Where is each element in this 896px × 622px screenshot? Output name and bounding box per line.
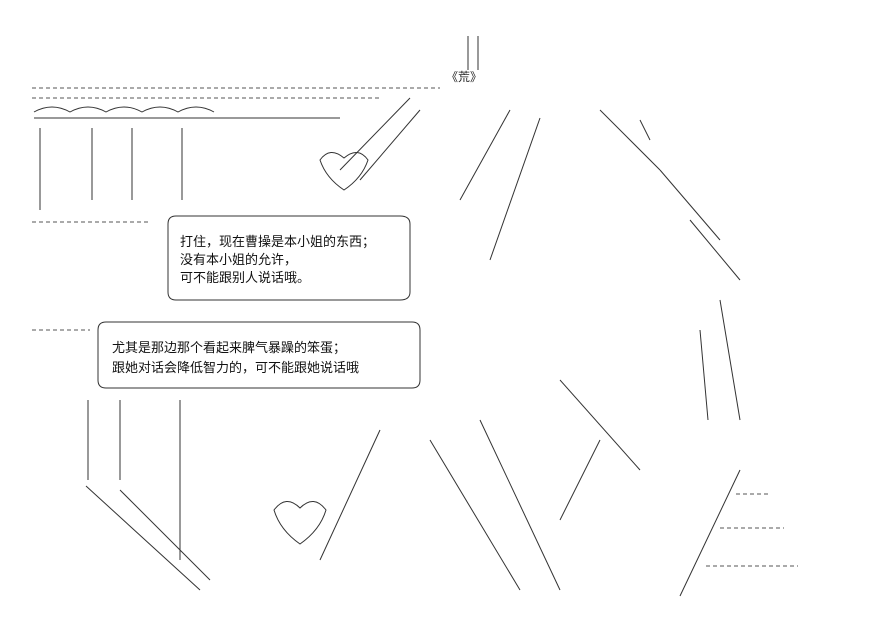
hair-strand-5 (659, 169, 721, 241)
ladder-side (679, 469, 741, 597)
arm-line (319, 429, 381, 561)
bubble1-line3: 可不能跟别人说话哦。 (180, 271, 311, 286)
hair-strand-8 (699, 329, 709, 421)
wall-diagonal (339, 97, 411, 171)
bubble1-line2: 没有本小姐的允许， (180, 253, 298, 268)
skirt-diagonal-2 (119, 489, 211, 581)
speech-bubble-2 (97, 321, 421, 389)
hair-strand-1 (459, 109, 511, 201)
bubble2-line1: 尤其是那边那个看起来脾气暴躁的笨蛋； (112, 341, 347, 356)
skirt-diagonal-4 (479, 419, 561, 591)
right-hand (559, 439, 601, 521)
bubble1-line1: 打住，现在曹操是本小姐的东西； (180, 235, 376, 250)
title-mark: 《荒》 (446, 70, 483, 84)
right-arm (559, 379, 641, 471)
hair-strand-4 (639, 119, 651, 141)
skirt-diagonal-3 (429, 439, 521, 591)
speech-bubble-1 (167, 215, 411, 301)
hair-strand-3 (599, 109, 661, 171)
roof-arches (33, 106, 215, 113)
bubble2-line2: 跟她对话会降低智力的，可不能跟她说话哦 (112, 361, 360, 376)
hair-strand-6 (689, 219, 741, 281)
hair-strand-2 (489, 117, 541, 261)
heart-top (319, 152, 369, 191)
heart-bottom (273, 501, 327, 545)
skirt-diagonal-1 (85, 485, 201, 591)
wall-diagonal-2 (359, 109, 421, 181)
hair-strand-7 (719, 299, 741, 421)
